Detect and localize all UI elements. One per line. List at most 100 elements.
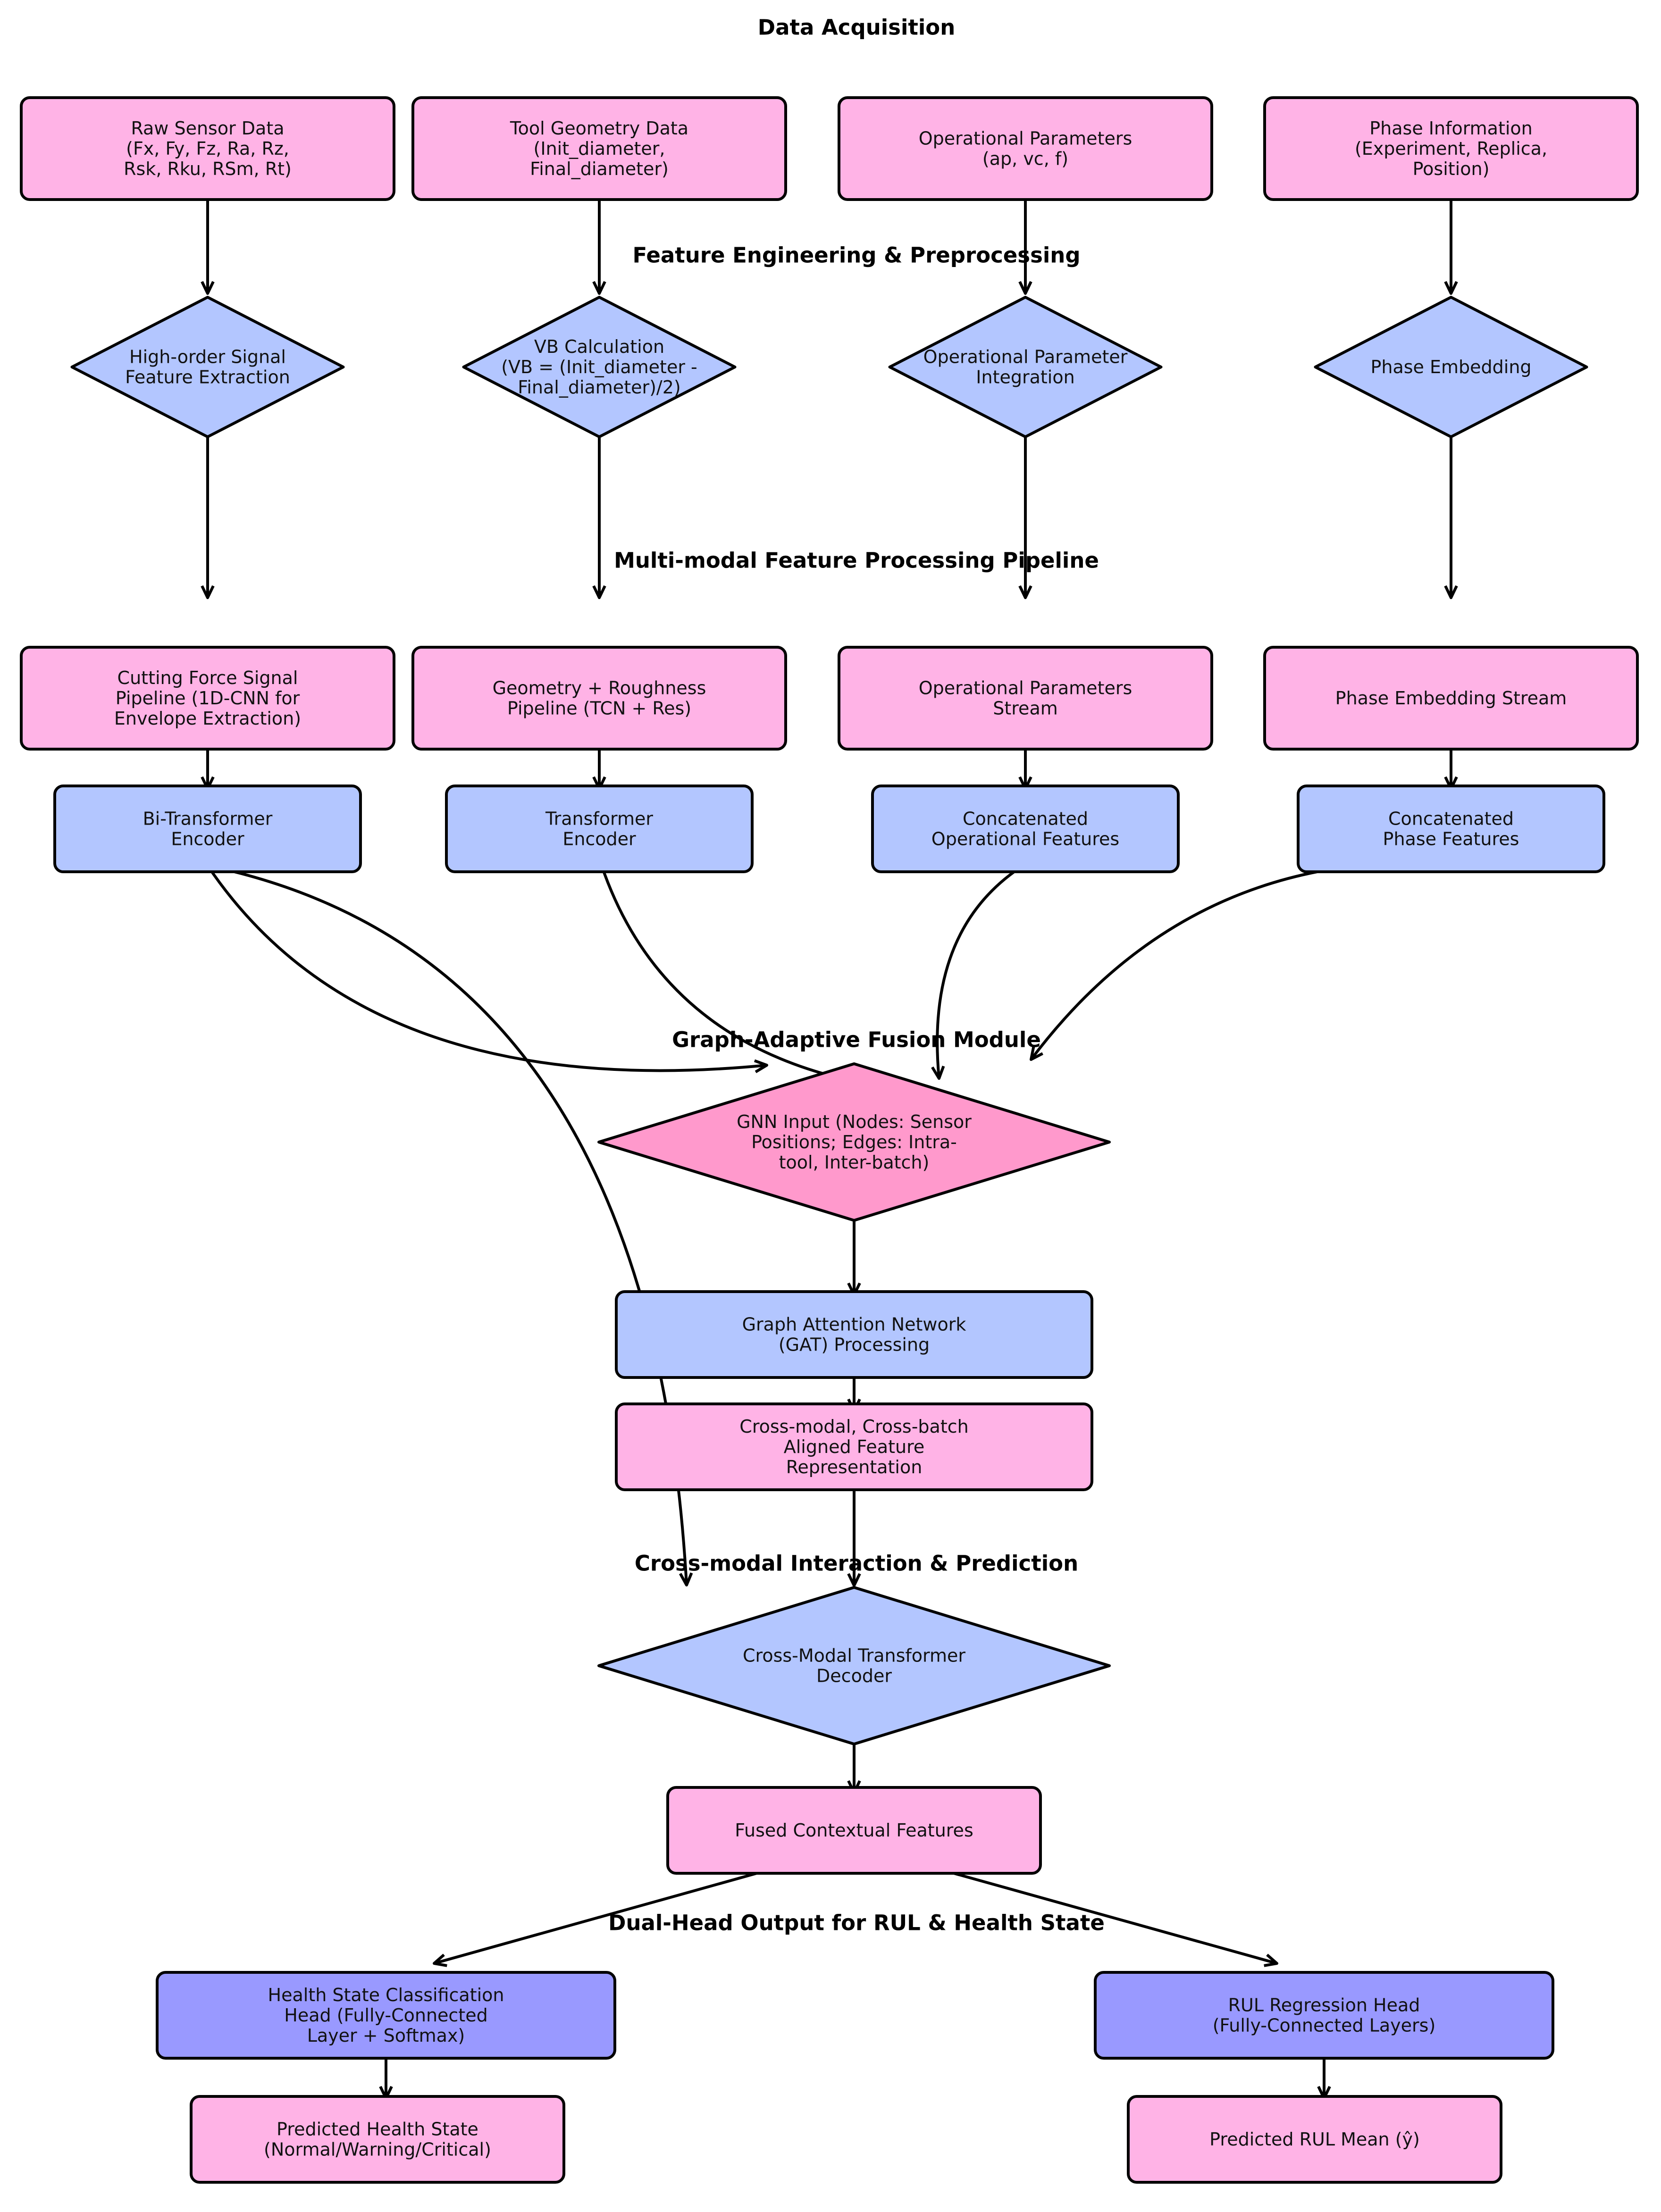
node-box: [20, 96, 395, 201]
connector-curve: [1030, 861, 1449, 1061]
node-box: [445, 785, 754, 873]
node-label-line: Aligned Feature: [784, 1436, 925, 1457]
node-label-line: (VB = (Init_diameter -: [501, 357, 697, 377]
node-box: [1297, 785, 1605, 873]
node-label-line: (Init_diameter,: [534, 138, 665, 159]
nodes: Raw Sensor Data(Fx, Fy, Fz, Ra, Rz,Rsk, …: [20, 96, 1639, 2184]
section-title-multimodal-pipeline: Multi-modal Feature Processing Pipeline: [614, 548, 1099, 573]
node-label-line: Feature Extraction: [125, 367, 290, 388]
node-label-line: Transformer: [545, 809, 653, 829]
node-label-line: Bi-Transformer: [143, 809, 273, 829]
node-label-line: Rsk, Rku, RSm, Rt): [124, 159, 292, 179]
node-phase-embedding: Phase Embedding: [1314, 296, 1588, 438]
node-label-line: Integration: [976, 367, 1074, 388]
node-label-line: (Fully-Connected Layers): [1213, 2015, 1436, 2036]
node-label-line: Operational Features: [931, 829, 1119, 850]
node-box: [1127, 2095, 1502, 2184]
node-tool-geometry: Tool Geometry Data(Init_diameter,Final_d…: [411, 96, 787, 201]
node-label-line: Cross-Modal Transformer: [743, 1645, 965, 1666]
node-label-line: Pipeline (TCN + Res): [507, 698, 691, 719]
node-label-line: Final_diameter): [530, 159, 669, 179]
node-box: [53, 785, 362, 873]
node-raw-sensor: Raw Sensor Data(Fx, Fy, Fz, Ra, Rz,Rsk, …: [20, 96, 395, 201]
node-label-line: Raw Sensor Data: [131, 118, 284, 139]
node-label-line: Predicted Health State: [277, 2119, 478, 2140]
node-box: [1263, 646, 1639, 751]
node-box: [156, 1971, 616, 2060]
node-label-line: (ap, vc, f): [982, 149, 1068, 169]
node-box: [1094, 1971, 1554, 2060]
node-phase-info: Phase Information(Experiment, Replica,Po…: [1263, 96, 1639, 201]
node-label-line: Concatenated: [963, 809, 1088, 829]
node-diamond: [888, 296, 1163, 438]
node-label-line: Operational Parameter: [923, 347, 1128, 367]
node-label-line: (Experiment, Replica,: [1355, 138, 1547, 159]
connector-curve: [207, 864, 693, 1586]
node-label-line: Final_diameter)/2): [518, 377, 680, 398]
node-label-line: Fused Contextual Features: [735, 1820, 973, 1841]
node-rul-head: RUL Regression Head(Fully-Connected Laye…: [1094, 1971, 1554, 2060]
node-vb-calc: VB Calculation(VB = (Init_diameter -Fina…: [462, 296, 737, 438]
node-diamond: [70, 296, 345, 438]
node-label-line: Encoder: [171, 829, 244, 850]
node-label-line: Graph Attention Network: [742, 1314, 966, 1335]
node-label-line: Phase Information: [1369, 118, 1533, 139]
connector-arrow: [943, 1869, 1278, 1967]
node-box: [615, 1402, 1093, 1491]
node-fused: Fused Contextual Features: [666, 1786, 1042, 1875]
node-box: [1263, 96, 1639, 201]
section-title-feature-engineering: Feature Engineering & Preprocessing: [632, 243, 1080, 268]
node-label-line: VB Calculation: [534, 336, 664, 357]
node-box: [838, 96, 1213, 201]
node-label-line: Decoder: [816, 1666, 892, 1686]
node-label-line: Phase Features: [1383, 829, 1519, 850]
node-label-line: High-order Signal: [129, 347, 286, 367]
node-label-line: (GAT) Processing: [779, 1335, 930, 1355]
node-label-line: (Fx, Fy, Fz, Ra, Rz,: [126, 138, 289, 159]
node-label-line: Health State Classification: [268, 1985, 504, 2005]
node-box: [20, 646, 395, 751]
node-label-line: Encoder: [562, 829, 636, 850]
connector-curve: [600, 865, 851, 1085]
node-box: [411, 646, 787, 751]
connector-arrow: [433, 1869, 767, 1967]
node-diamond: [597, 1062, 1111, 1222]
node-label-line: Operational Parameters: [919, 128, 1132, 149]
node-diamond: [597, 1586, 1111, 1745]
node-label-line: Cutting Force Signal: [117, 668, 298, 688]
section-title-dual-head: Dual-Head Output for RUL & Health State: [608, 1911, 1105, 1936]
node-box: [871, 785, 1180, 873]
node-label-line: Cross-modal, Cross-batch: [739, 1416, 968, 1437]
node-label-line: Layer + Softmax): [307, 2025, 465, 2046]
node-label-line: Phase Embedding: [1370, 357, 1531, 377]
node-box: [838, 646, 1213, 751]
node-label-line: Head (Fully-Connected: [284, 2005, 487, 2026]
node-label-line: Representation: [786, 1457, 923, 1477]
node-label-line: Positions; Edges: Intra-: [751, 1132, 957, 1152]
node-label-line: Phase Embedding Stream: [1335, 688, 1567, 709]
node-label-line: Operational Parameters: [919, 678, 1132, 699]
node-pred-health: Predicted Health State(Normal/Warning/Cr…: [190, 2095, 565, 2184]
node-box: [615, 1290, 1093, 1379]
node-pred-rul: Predicted RUL Mean (ŷ): [1127, 2095, 1502, 2184]
node-diamond: [1314, 296, 1588, 438]
node-box: [190, 2095, 565, 2184]
node-box: [411, 96, 787, 201]
section-title-cross-modal: Cross-modal Interaction & Prediction: [635, 1551, 1078, 1576]
node-box: [666, 1786, 1042, 1875]
node-label-line: Pipeline (1D-CNN for: [116, 688, 300, 709]
node-phase-stream: Phase Embedding Stream: [1263, 646, 1639, 751]
